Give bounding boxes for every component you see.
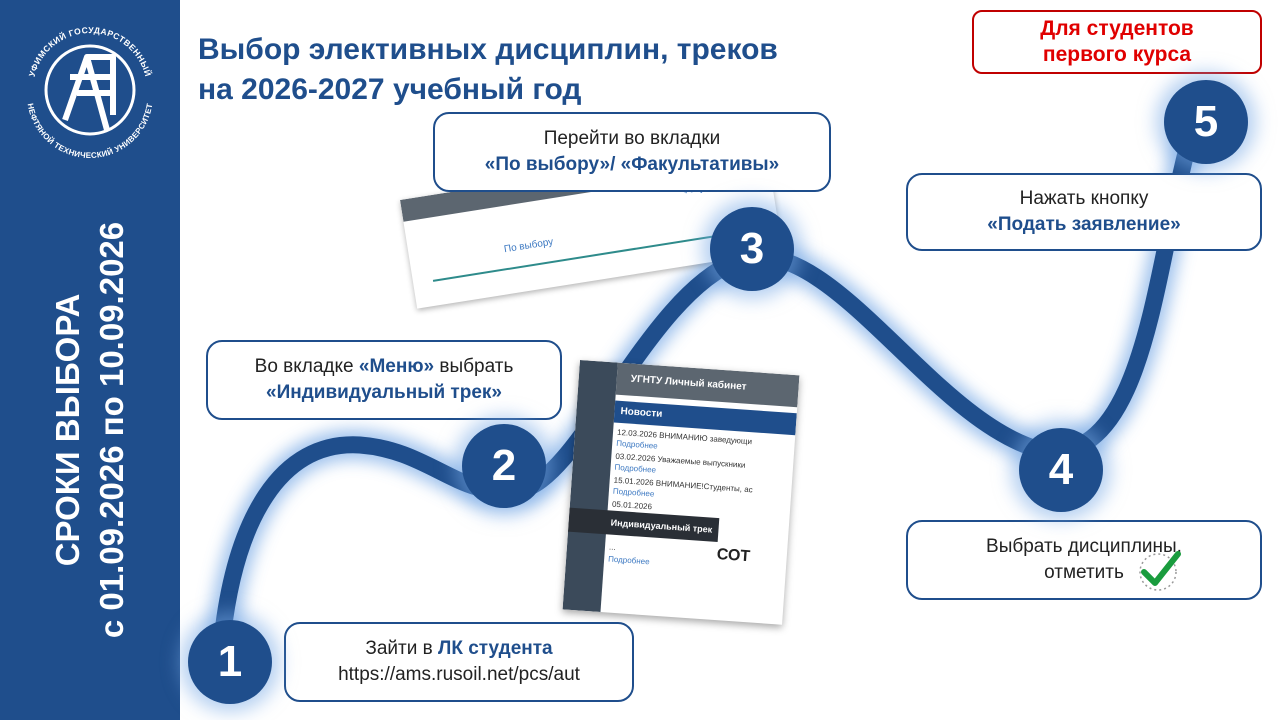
university-logo: УФИМСКИЙ ГОСУДАРСТВЕННЫЙ НЕФТЯНОЙ ТЕХНИЧ… bbox=[26, 25, 154, 160]
step-1-circle: 1 bbox=[188, 620, 272, 704]
cabinet-partial-text: СОТ bbox=[716, 546, 751, 566]
audience-badge-line1: Для студентов bbox=[1040, 17, 1194, 40]
step-3-circle: 3 bbox=[710, 207, 794, 291]
step-5-button-name: «Подать заявление» bbox=[987, 214, 1181, 235]
step-4-text: Выбрать дисциплины, bbox=[986, 536, 1182, 557]
page-title-line1: Выбор элективных дисциплин, треков bbox=[198, 33, 778, 66]
step-3-text: Перейти во вкладки bbox=[543, 128, 721, 149]
step-1-text: Зайти в bbox=[365, 638, 438, 659]
step-3-box: Перейти во вкладки «По выбору»/ «Факульт… bbox=[433, 112, 831, 192]
step-2-track: «Индивидуальный трек» bbox=[266, 382, 502, 403]
step-2-text-post: выбрать bbox=[434, 356, 514, 377]
step-1-box: Зайти в ЛК студента https://ams.rusoil.n… bbox=[284, 622, 634, 702]
news-more-link[interactable]: Подробнее bbox=[607, 554, 650, 567]
step-2-text: Во вкладке bbox=[254, 356, 359, 377]
step-4-text2: отметить bbox=[1044, 562, 1124, 583]
news-item-text: 05.01.2026 bbox=[611, 499, 653, 512]
audience-badge-line2: первого курса bbox=[1042, 43, 1192, 66]
step-1-bold: ЛК студента bbox=[438, 638, 553, 659]
step-5-box: Нажать кнопку «Подать заявление» bbox=[906, 173, 1262, 251]
step-2-box: Во вкладке «Меню» выбрать «Индивидуальны… bbox=[206, 340, 562, 420]
audience-badge: Для студентов первого курса bbox=[972, 10, 1262, 74]
step-1-url[interactable]: https://ams.rusoil.net/pcs/aut bbox=[338, 664, 580, 685]
step-5-text: Нажать кнопку bbox=[1019, 188, 1149, 209]
checkmark-icon bbox=[1139, 551, 1181, 591]
step-5-circle: 5 bbox=[1164, 80, 1248, 164]
sidebar: УФИМСКИЙ ГОСУДАРСТВЕННЫЙ НЕФТЯНОЙ ТЕХНИЧ… bbox=[0, 0, 180, 720]
tab-po-vyboru[interactable]: По выбору bbox=[503, 236, 555, 256]
page-title-line2: на 2026-2027 учебный год bbox=[198, 73, 582, 106]
cabinet-dots: ... bbox=[608, 542, 616, 552]
step-4-circle: 4 bbox=[1019, 428, 1103, 512]
cabinet-screenshot: УГНТУ Личный кабинет Новости 12.03.2026 … bbox=[562, 360, 800, 625]
step-3-tabs: «По выбору»/ «Факультативы» bbox=[484, 154, 780, 175]
step-4-box: Выбрать дисциплины, отметить bbox=[906, 520, 1262, 600]
step-2-menu: «Меню» bbox=[358, 356, 435, 377]
step-2-circle: 2 bbox=[462, 424, 546, 508]
page-title: Выбор элективных дисциплин, треков на 20… bbox=[198, 30, 778, 110]
